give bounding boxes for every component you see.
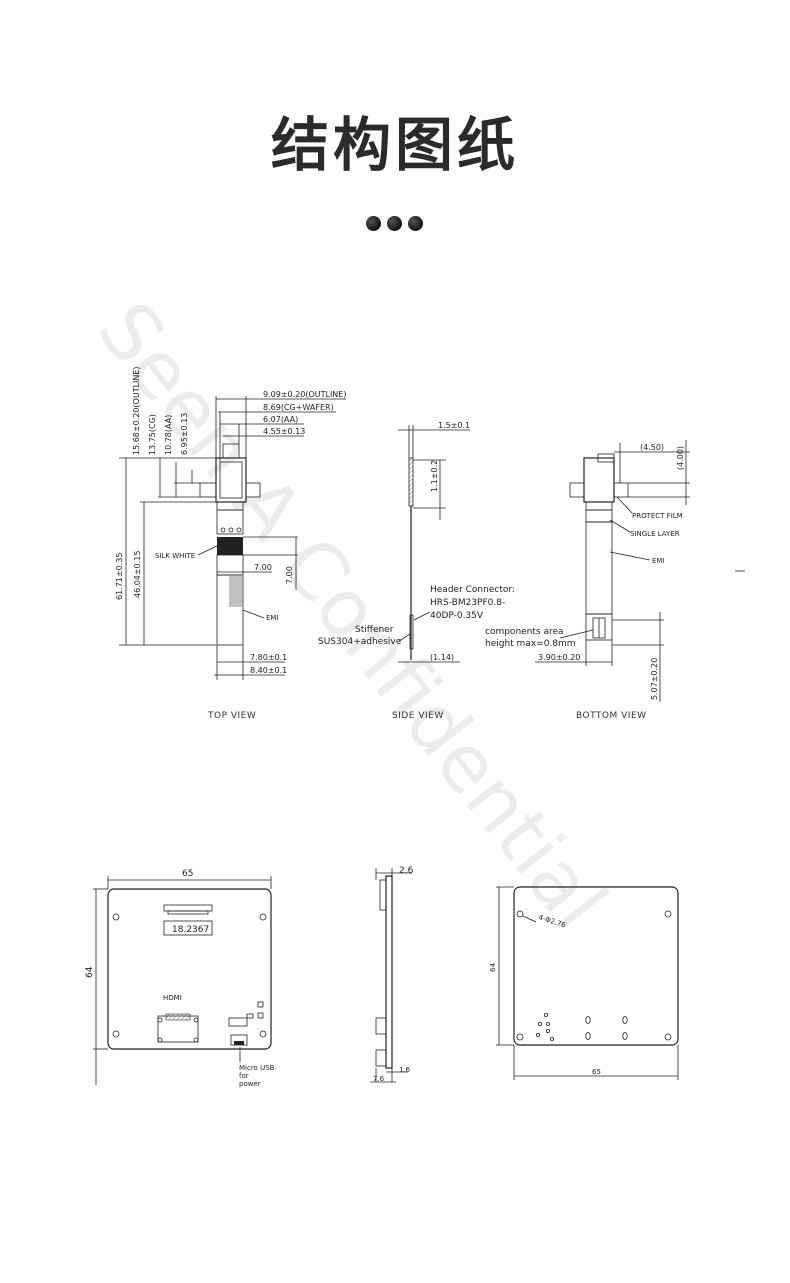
dim-aa-height: 10.78(AA) [164,415,173,455]
board-d-16: 1.6 [399,1066,411,1074]
dim-780: 7.80±0.1 [250,653,287,662]
board-side-pcb [385,875,393,1069]
board-width: 65 [182,869,193,879]
top-view-label: TOP VIEW [207,711,256,721]
board-back-view: 4-Φ2.76 64 65 [489,886,679,1080]
bottom-emi-label: EMI [652,557,665,565]
dim-cg-height: 13.75(CG) [148,414,157,455]
side-view-label: SIDE VIEW [392,711,444,721]
left-tab [199,482,217,498]
dot-icon [387,216,402,231]
dim-114: (1.14) [430,653,454,662]
board-height: 64 [85,966,95,978]
dim-square-height: 7.00 [285,566,294,584]
components-label-1: components area [485,627,564,637]
dim-cg-wafer: 8.69(CG+WAFER) [263,403,334,412]
dim-455: 4.55±0.13 [263,427,305,436]
dim-outline-width: 9.09±0.20(OUTLINE) [263,390,346,399]
dim-695: 6.95±0.13 [180,413,189,455]
active-area [219,461,243,499]
dim-thickness: 1.5±0.1 [438,421,470,430]
connector-label-1: Header Connector: [430,585,515,595]
part-number: 18.2367 [172,925,209,935]
components-label-2: height max=0.8mm [485,639,576,649]
side-display [408,457,414,507]
dim-4604: 46.04±0.15 [133,551,142,598]
dim-507: 5.07±0.20 [650,658,659,700]
board-d-76: 7.6 [373,1075,385,1083]
dim-height-11: 1.1±0.2 [430,460,439,492]
board-drawing: 18.2367 HDMI Micro USB for power 65 64 [85,866,679,1088]
usb-label-2: for [239,1072,249,1080]
page-title: 结构图纸 [270,111,519,179]
board-back-height: 64 [489,963,497,972]
watermark-text: Seen A Confidential [80,286,623,946]
bottom-display [583,457,615,503]
dim-840: 8.40±0.1 [250,666,287,675]
connector-label-3: 40DP-0.35V [430,611,484,621]
side-view: 1.5±0.1 1.1±0.2 Header Connector: HRS-BM… [318,421,515,721]
dim-outline-height: 15.68±0.20(OUTLINE) [132,366,141,455]
bottom-emi-region [585,521,613,615]
bottom-view-label: BOTTOM VIEW [576,711,647,721]
emi-label: EMI [266,614,279,622]
board-outline [107,888,272,1050]
dot-icon [366,216,381,231]
board-thickness: 2.6 [399,866,414,876]
module-drawing: Seen A Confidential 9.09±0.20(OUTLINE) 8… [80,286,745,946]
silk-white-square [217,537,243,555]
stiffener-label-1: Stiffener [355,625,394,635]
stiffener-label-2: SUS304+adhesive [318,637,402,647]
dim-390: 3.90±0.20 [538,653,580,662]
protect-film-label: PROTECT FILM [632,512,683,520]
holes-label: 4-Φ2.76 [537,913,567,929]
board-back-width: 65 [592,1068,601,1076]
dot-icon [408,216,423,231]
usb-label-1: Micro USB [239,1064,275,1072]
silk-white-label: SILK WHITE [155,552,195,560]
connector-label-2: HRS-BM23PF0.8- [430,598,505,608]
board-back-outline [513,886,679,1046]
dim-aa-width: 6.07(AA) [263,415,298,424]
right-tab [245,482,261,498]
single-layer-label: SINGLE LAYER [630,530,680,538]
bottom-view: (4.50) (4.00) PROTECT FILM SINGLE LAYER … [485,440,745,721]
dim-450: (4.50) [640,443,664,452]
top-view: 9.09±0.20(OUTLINE) 8.69(CG+WAFER) 6.07(A… [115,366,346,721]
hdmi-label: HDMI [163,994,182,1002]
usb-label-3: power [239,1080,261,1088]
dim-400: (4.00) [676,446,685,470]
board-side-view: 2.6 1.6 7.6 [370,866,414,1083]
dim-square-width: 7.00 [254,563,272,572]
board-front-view: 18.2367 HDMI Micro USB for power 65 64 [85,869,275,1088]
dim-total-length: 61.71±0.35 [115,553,124,600]
